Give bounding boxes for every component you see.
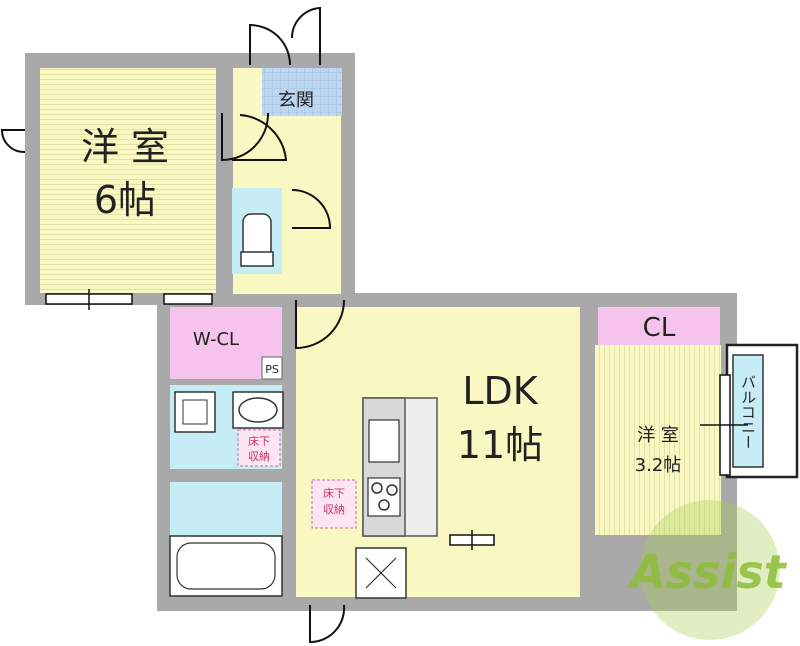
toilet-room <box>232 188 282 274</box>
underfloor-storage-1-line2: 収納 <box>248 450 270 463</box>
cl-label: CL <box>643 313 676 343</box>
bathroom <box>169 482 283 597</box>
entrance-tile-floor <box>262 68 342 116</box>
western-room-1-floor <box>40 68 216 293</box>
ldk-label: LDK <box>462 369 538 413</box>
wcl-label: W-CL <box>193 329 239 350</box>
western-room-1-label: 洋 室 <box>81 125 169 169</box>
windows <box>45 289 748 550</box>
underfloor-storage-2-line2: 収納 <box>323 503 345 516</box>
western-room-1-size: 6帖 <box>94 178 156 222</box>
cl-floor <box>598 307 720 345</box>
balcony-floor <box>732 354 764 468</box>
western-room-2-floor <box>595 345 721 535</box>
entrance-label: 玄関 <box>278 90 314 111</box>
ldk-floor <box>296 307 580 597</box>
kitchen-counter <box>362 397 438 537</box>
assist-logo-text: Assist <box>627 545 788 599</box>
doors <box>0 6 346 644</box>
western-room-2-size: 3.2帖 <box>635 455 682 476</box>
balcony-label: バルコニー <box>739 375 757 450</box>
underfloor-storage-1-line1: 床下 <box>248 434 270 448</box>
western-room-2-label: 洋 室 <box>637 425 679 446</box>
ldk-size: 11帖 <box>457 423 543 467</box>
underfloor-storage-2-box <box>311 479 357 529</box>
ps-box <box>261 356 283 380</box>
assist-logo: Assist <box>627 500 788 640</box>
ps-label: PS <box>265 363 279 376</box>
washroom <box>170 385 284 469</box>
underfloor-storage-2-line1: 床下 <box>323 486 345 500</box>
